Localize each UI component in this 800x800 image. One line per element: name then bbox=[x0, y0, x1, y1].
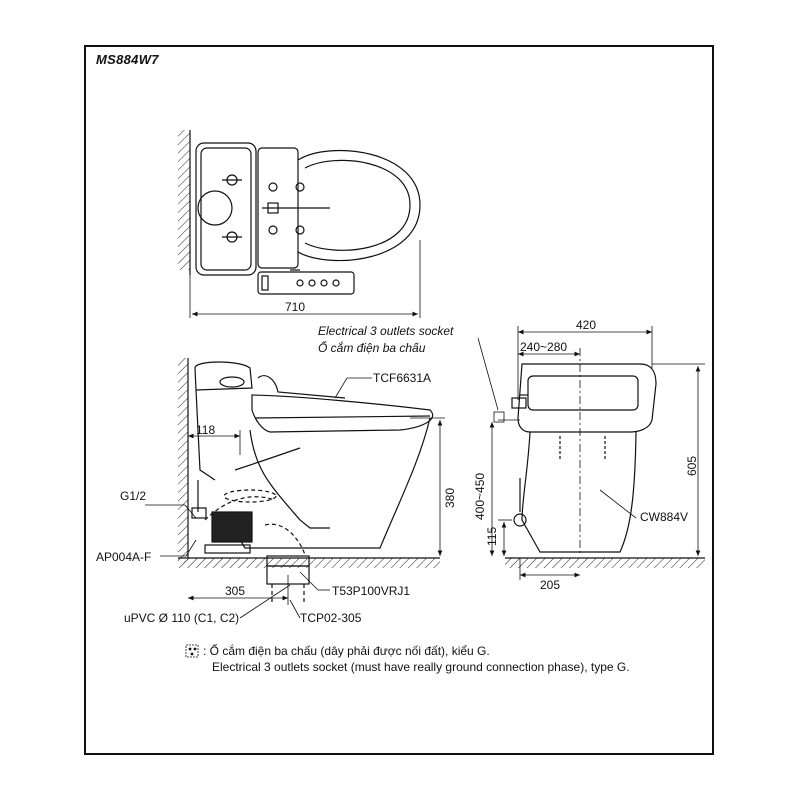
label-pipe-adapter: TCP02-305 bbox=[300, 611, 362, 625]
drawing-frame bbox=[84, 45, 714, 755]
legend-line-vi: : Ổ cắm điện ba chấu (dây phải được nối … bbox=[203, 644, 490, 658]
dim-drain-center: 305 bbox=[225, 584, 246, 598]
label-thread: G1/2 bbox=[120, 489, 147, 503]
label-seat-model: TCF6631A bbox=[373, 371, 432, 385]
dim-inlet-range: 400~450 bbox=[473, 472, 487, 520]
dim-total-height: 605 bbox=[685, 455, 699, 476]
socket-symbol-icon bbox=[185, 644, 199, 658]
label-valve: AP004A-F bbox=[96, 550, 152, 564]
label-socket-vi: Ổ cắm điện ba chấu bbox=[318, 341, 426, 355]
dim-height: 380 bbox=[443, 487, 457, 508]
side-wall-hatch bbox=[178, 358, 188, 563]
label-flange: T53P100VRJ1 bbox=[332, 584, 411, 598]
dim-top-width: 710 bbox=[285, 300, 306, 314]
label-pipe: uPVC Ø 110 (C1, C2) bbox=[124, 611, 240, 625]
dim-side-drain: 205 bbox=[540, 578, 561, 592]
dim-inlet-low: 115 bbox=[485, 526, 499, 546]
front-view bbox=[477, 326, 705, 580]
dim-wall-to-drain: 118 bbox=[196, 423, 216, 437]
model-number: MS884W7 bbox=[96, 52, 159, 67]
label-socket-en: Electrical 3 outlets socket bbox=[318, 324, 454, 338]
front-floor-hatch bbox=[505, 558, 705, 568]
top-view bbox=[178, 130, 421, 318]
label-bowl-model: CW884V bbox=[640, 510, 689, 524]
top-wall-hatch bbox=[178, 130, 190, 270]
legend-line-en: Electrical 3 outlets socket (must have r… bbox=[212, 660, 630, 674]
dim-outlet-range: 240~280 bbox=[520, 340, 568, 354]
dim-seat-depth: 420 bbox=[576, 318, 597, 332]
side-view bbox=[145, 358, 445, 619]
